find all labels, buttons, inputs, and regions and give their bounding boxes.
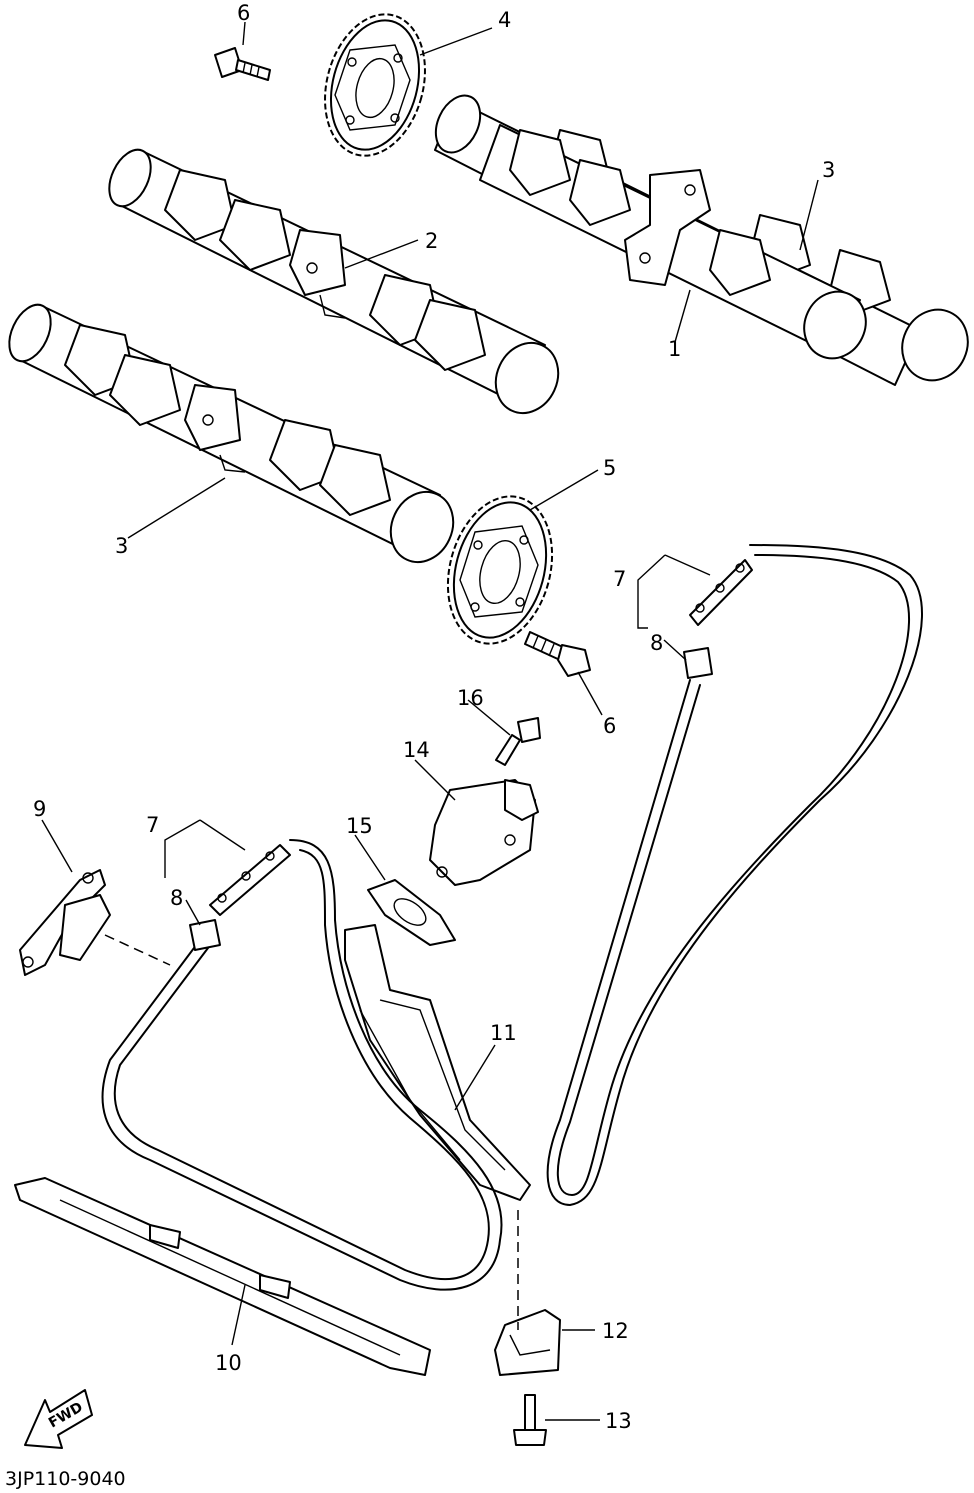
camshaft-assembly-right — [434, 94, 969, 386]
cam-chain-left — [101, 839, 503, 1291]
joint-link-lower — [189, 919, 221, 951]
cam-chain-right — [546, 544, 924, 1206]
callout-13: 13 — [605, 1409, 632, 1433]
chain-tensioner — [429, 779, 539, 886]
cam-sprocket-lower — [446, 495, 554, 645]
camshaft-exhaust — [8, 303, 455, 564]
chain-guide-front — [14, 1177, 431, 1376]
callout-1: 1 — [668, 337, 681, 361]
stopper-bolt — [513, 1394, 547, 1446]
chain-link-upper — [689, 559, 753, 626]
callout-labels: 4 6 2 3 1 3 5 6 7 8 16 14 15 9 7 8 11 12… — [33, 1, 835, 1433]
tensioner-bolt — [495, 717, 541, 766]
callout-12: 12 — [602, 1319, 629, 1343]
callout-14: 14 — [403, 738, 430, 762]
camshaft-intake — [108, 148, 560, 415]
guide-stopper-bracket — [19, 869, 171, 976]
sprocket-bolt-upper — [214, 47, 271, 81]
callout-16: 16 — [457, 686, 484, 710]
cam-sprocket-upper — [324, 13, 426, 157]
fwd-arrow-icon: FWD — [24, 1389, 93, 1449]
callout-11: 11 — [490, 1021, 517, 1045]
sprocket-bolt-lower — [524, 631, 591, 677]
callout-6-lower: 6 — [603, 714, 616, 738]
callout-7-lower: 7 — [146, 813, 159, 837]
callout-8-lower: 8 — [170, 886, 183, 910]
callout-2: 2 — [425, 229, 438, 253]
callout-10: 10 — [215, 1351, 242, 1375]
diagram-code: 3JP110-9040 — [5, 1468, 126, 1490]
tensioner-gasket — [367, 879, 456, 946]
callout-9: 9 — [33, 797, 46, 821]
callout-6-upper: 6 — [237, 1, 250, 25]
guide-stopper — [494, 1210, 561, 1376]
joint-link-upper — [683, 647, 713, 679]
callout-8-upper: 8 — [650, 631, 663, 655]
callout-15: 15 — [346, 814, 373, 838]
chain-link-lower — [209, 844, 291, 916]
callout-5: 5 — [603, 456, 616, 480]
callout-3-left: 3 — [115, 534, 128, 558]
callout-4: 4 — [498, 8, 511, 32]
callout-3-right: 3 — [822, 158, 835, 182]
callout-7-upper: 7 — [613, 567, 626, 591]
chain-guide-tensioner-side — [344, 924, 531, 1201]
leader-lines — [41, 21, 819, 1421]
